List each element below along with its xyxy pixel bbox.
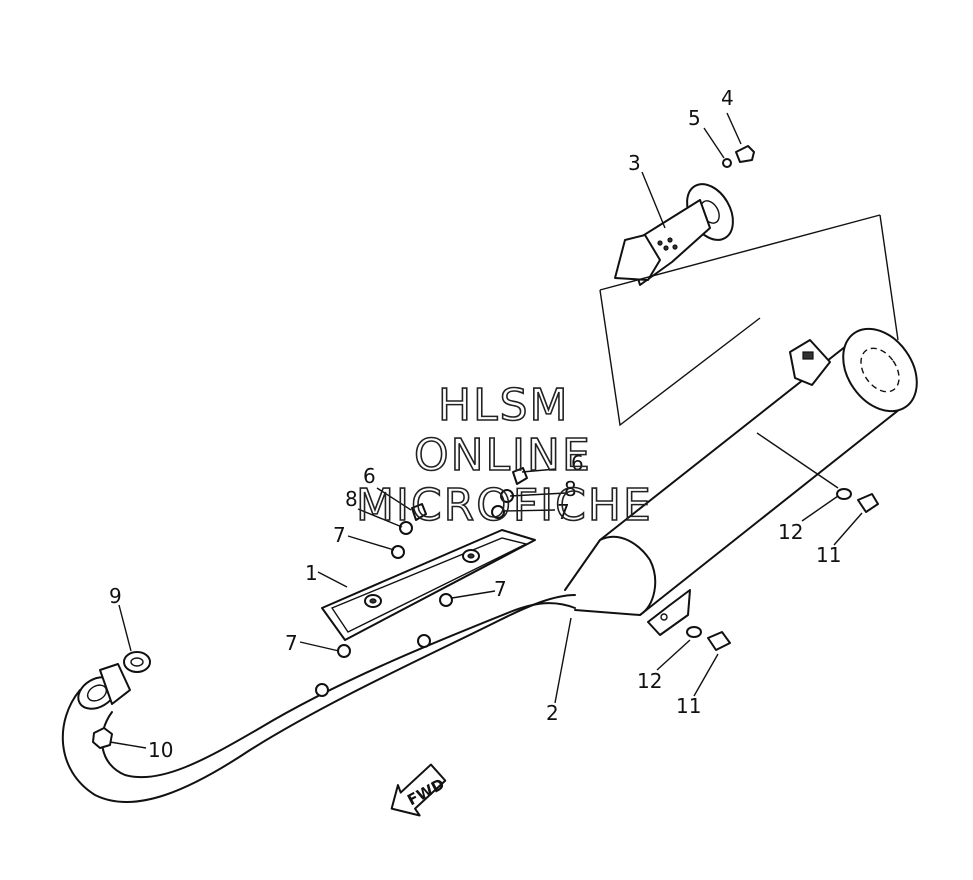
collar: [399, 521, 413, 535]
watermark-line-1: HLSM: [438, 380, 570, 431]
watermark: HLSM ONLINE MICROFICHE: [355, 379, 653, 532]
grommet: [491, 505, 505, 519]
muffler-rear-bracket: [789, 339, 831, 386]
callout-7d: 7: [285, 631, 298, 655]
callout-9: 9: [109, 584, 122, 608]
muffler-end-cap: [842, 327, 918, 413]
washer: [836, 488, 852, 500]
grommet: [439, 593, 453, 607]
bolt: [707, 631, 731, 651]
callout-12a: 12: [778, 520, 803, 544]
callout-7a: 7: [333, 523, 346, 547]
hardware: [92, 145, 879, 749]
grommet: [337, 644, 351, 658]
watermark-line-3: MICROFICHE: [356, 480, 653, 531]
washer: [686, 626, 702, 638]
callout-10: 10: [148, 738, 173, 762]
grommet: [315, 683, 329, 697]
exhaust-pipe: [61, 594, 576, 803]
bolt: [857, 493, 879, 513]
washer: [722, 158, 732, 168]
callout-6a: 6: [363, 464, 376, 488]
nut: [92, 727, 113, 749]
callout-11a: 11: [816, 543, 841, 567]
gasket: [123, 651, 151, 673]
callout-12b: 12: [637, 669, 662, 693]
muffler-lower-bracket: [647, 589, 691, 636]
screw: [735, 145, 755, 163]
callout-7c: 7: [494, 577, 507, 601]
leader-lines: [109, 112, 863, 749]
fwd-arrow: FWD: [390, 763, 447, 817]
callout-8a: 8: [345, 487, 358, 511]
callout-7b: 7: [557, 500, 570, 524]
muffler: [564, 327, 918, 636]
heat-shield: [321, 529, 536, 641]
callout-2: 2: [546, 701, 559, 725]
assembly-lines: [599, 214, 899, 489]
callouts: 4 5 3 6 6 8 8 7 7 1 7 7 9 10 2 12 11 12 …: [109, 86, 841, 762]
spark-arrester: [614, 183, 734, 286]
callout-1: 1: [305, 561, 318, 585]
grommet: [417, 634, 431, 648]
callout-8b: 8: [564, 477, 577, 501]
header-bracket: [99, 663, 131, 705]
grommet: [391, 545, 405, 559]
callout-3: 3: [628, 151, 641, 175]
callout-6b: 6: [571, 451, 584, 475]
callout-4: 4: [721, 86, 734, 110]
callout-5: 5: [688, 106, 701, 130]
callout-11b: 11: [676, 694, 701, 718]
watermark-line-2: ONLINE: [414, 430, 592, 481]
screw: [411, 503, 427, 521]
